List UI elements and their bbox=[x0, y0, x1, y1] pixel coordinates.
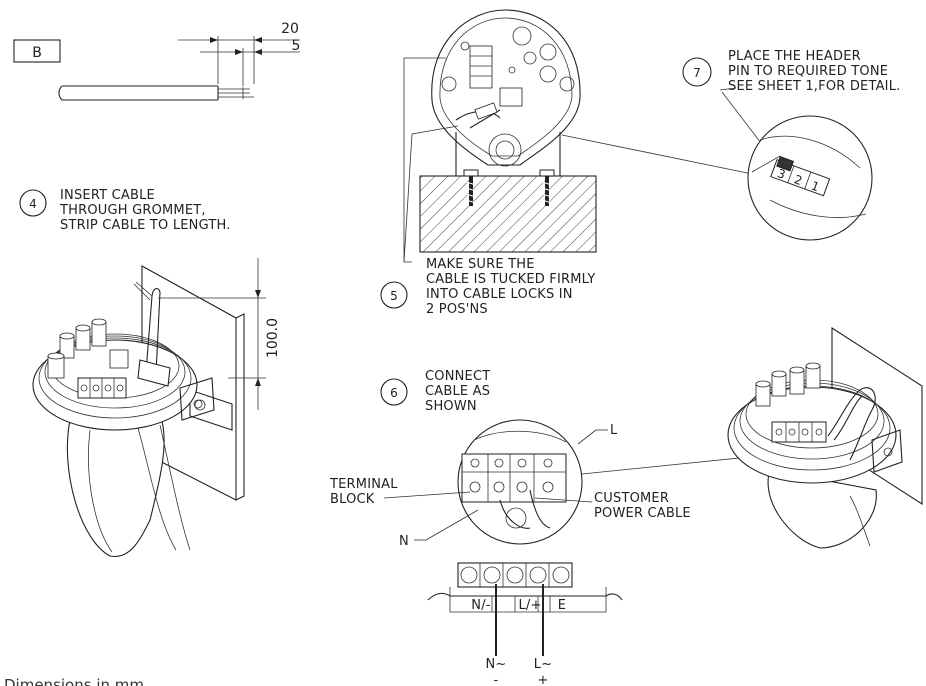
header-pin-detail: 3 2 1 bbox=[747, 115, 873, 241]
step-5-line-2: CABLE IS TUCKED FIRMLY bbox=[426, 272, 596, 287]
detail-b-label: B bbox=[32, 45, 42, 61]
step-7-badge bbox=[682, 57, 712, 87]
left-sounder-assembly bbox=[32, 265, 245, 558]
detail-b-box bbox=[13, 39, 61, 63]
dim-100-label: 100.0 bbox=[265, 318, 281, 358]
step-7-line-1: PLACE THE HEADER bbox=[728, 49, 861, 64]
terminal-strip-schematic bbox=[457, 562, 573, 588]
step-6-line-2: CABLE AS bbox=[425, 384, 490, 399]
dim-100: 100.0 bbox=[158, 258, 281, 410]
terminal-detail: L TERMINAL BLOCK CUSTOMER POWER CABLE N bbox=[329, 419, 691, 549]
step-5-number: 5 bbox=[390, 289, 398, 303]
step-7: 7 PLACE THE HEADER PIN TO REQUIRED TONE … bbox=[682, 49, 900, 161]
step-4-line-3: STRIP CABLE TO LENGTH. bbox=[60, 218, 231, 233]
step-4-badge bbox=[19, 189, 47, 217]
step-5-line-4: 2 POS'NS bbox=[426, 302, 488, 317]
step-5: 5 MAKE SURE THE CABLE IS TUCKED FIRMLY I… bbox=[380, 257, 596, 317]
step-7-line-2: PIN TO REQUIRED TONE bbox=[728, 64, 888, 79]
step-6-number: 6 bbox=[390, 386, 398, 400]
header-pin-3: 3 bbox=[775, 166, 787, 182]
terminal-strip bbox=[469, 45, 493, 89]
header-pin-1: 1 bbox=[809, 178, 821, 194]
step-6-line-3: SHOWN bbox=[425, 399, 477, 414]
callout-terminal-line-2: BLOCK bbox=[330, 492, 375, 507]
callout-terminal-line-1: TERMINAL bbox=[329, 477, 398, 492]
step-5-line-3: INTO CABLE LOCKS IN bbox=[426, 287, 573, 302]
step-6-line-1: CONNECT bbox=[425, 369, 490, 384]
wall-section bbox=[419, 175, 597, 253]
step-7-number: 7 bbox=[693, 66, 701, 80]
step-4-line-2: THROUGH GROMMET, bbox=[59, 203, 206, 218]
footer-note: Dimensions in mm bbox=[4, 676, 144, 686]
dim-5-label: 5 bbox=[292, 38, 301, 54]
callout-customer-line-2: POWER CABLE bbox=[594, 506, 691, 521]
terminal-label-l: L/+ bbox=[518, 598, 541, 613]
terminal-label-n: N/- bbox=[471, 598, 491, 613]
wire-sign-neutral: - bbox=[494, 673, 499, 686]
wire-label-live: L~ bbox=[534, 657, 553, 672]
dim-20-label: 20 bbox=[281, 21, 299, 37]
callout-n: N bbox=[399, 534, 409, 549]
step-7-line-3: SEE SHEET 1,FOR DETAIL. bbox=[728, 79, 900, 94]
step-6: 6 CONNECT CABLE AS SHOWN bbox=[380, 369, 490, 414]
header-pin-2: 2 bbox=[792, 172, 804, 188]
step-5-line-1: MAKE SURE THE bbox=[426, 257, 535, 272]
top-center-assembly bbox=[403, 9, 763, 263]
step-4-line-1: INSERT CABLE bbox=[60, 188, 155, 203]
right-sounder-assembly bbox=[727, 326, 923, 549]
terminal-schematic: N/- L/+ E N~ - L~ + bbox=[427, 562, 623, 686]
step-6-badge bbox=[380, 378, 408, 406]
wire-sign-live: + bbox=[537, 673, 548, 686]
detail-b: B 20 5 bbox=[13, 21, 301, 101]
step-4: 4 INSERT CABLE THROUGH GROMMET, STRIP CA… bbox=[19, 188, 231, 233]
callout-l: L bbox=[610, 423, 618, 438]
step-5-badge bbox=[380, 281, 408, 309]
wire-label-neutral: N~ bbox=[485, 657, 506, 672]
horn-body bbox=[66, 414, 165, 558]
callout-customer-line-1: CUSTOMER bbox=[594, 491, 669, 506]
fixing-screws bbox=[463, 169, 555, 206]
base-unit bbox=[431, 9, 581, 166]
terminal-label-e: E bbox=[558, 598, 566, 613]
step-4-number: 4 bbox=[29, 197, 37, 211]
